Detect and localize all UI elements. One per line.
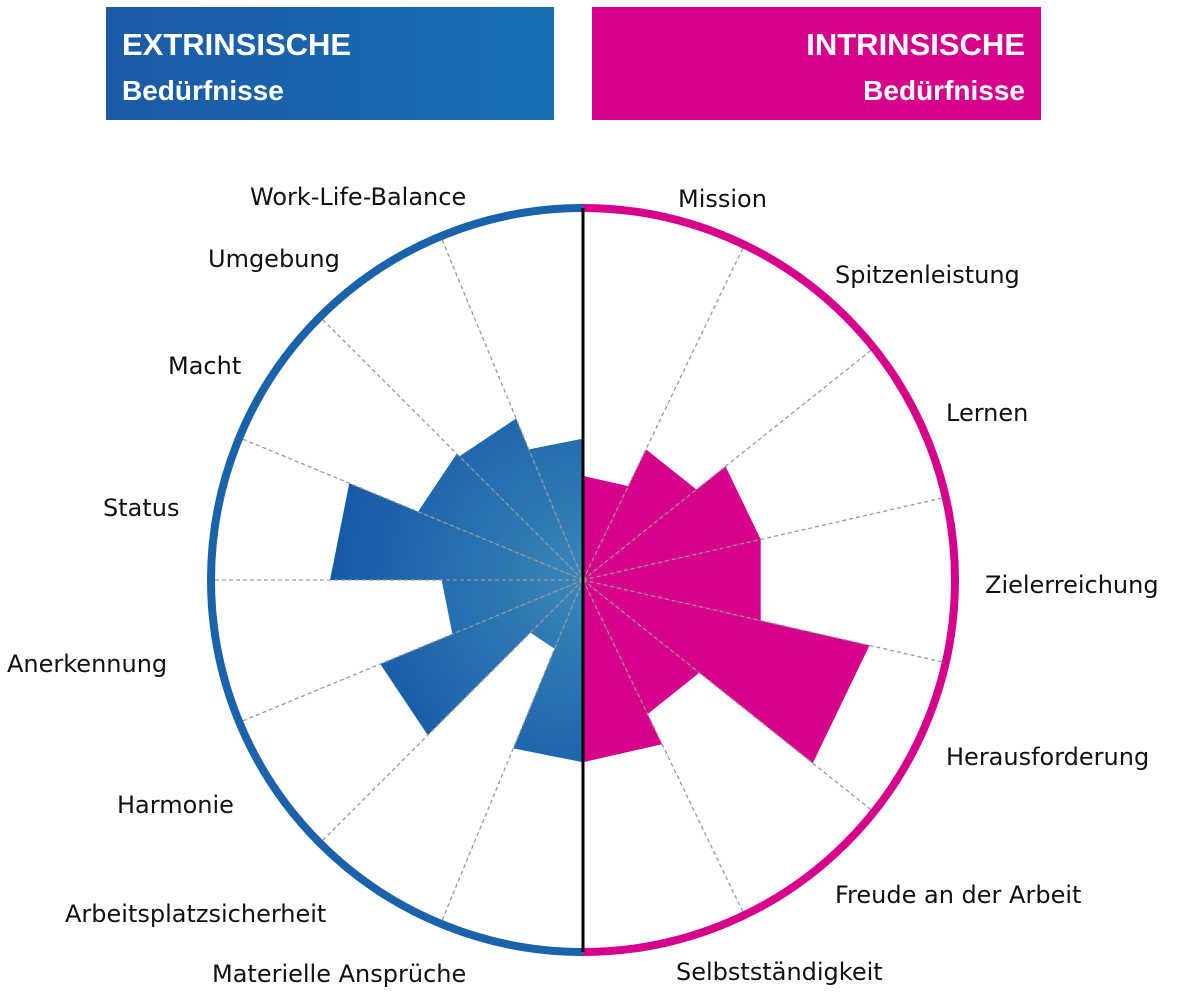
gridline [582,244,745,581]
wedge-macht [418,453,583,580]
gridline [582,579,745,916]
category-label: Macht [168,352,241,380]
wedge-spitzenleistung [583,449,697,580]
wedge-work-life-balance [528,438,583,580]
gridline [319,579,584,844]
wedge-harmonie [380,580,583,736]
wedge-lernen [583,466,761,580]
wedge-selbstständigkeit [583,580,663,763]
intrinsic-header-title: INTRINSISCHE [806,27,1025,62]
category-label: Spitzenleistung [835,261,1020,289]
gridline [319,316,584,581]
category-label: Freude an der Arbeit [835,881,1081,909]
gridline [239,437,584,581]
extrinsic-header-title: EXTRINSISCHE [122,27,352,62]
gridline [440,579,584,924]
wedge-status [330,483,583,580]
gridline [582,496,946,581]
category-label: Lernen [946,399,1028,427]
intrinsic-header-subtitle: Bedürfnisse [863,75,1025,106]
gridline [582,579,946,664]
wedge-arbeitsplatzsicherheit [530,580,583,649]
gridline [440,236,584,581]
gridline [239,579,584,723]
category-label: Herausforderung [946,743,1149,771]
extrinsic-header-subtitle: Bedürfnisse [122,75,284,106]
category-label: Work-Life-Balance [250,183,466,211]
wedge-anerkennung [441,580,583,635]
wedge-zielerreichung [583,539,761,621]
wedge-umgebung [459,418,583,580]
wedge-mission [583,475,629,580]
wedge-materielle-ansprüche [513,580,583,763]
category-label: Umgebung [208,245,340,273]
outer-ring-intrinsic [582,204,959,956]
category-label: Arbeitsplatzsicherheit [65,900,326,928]
category-label: Selbstständigkeit [676,958,883,986]
category-label: Anerkennung [7,650,167,678]
wedge-herausforderung [583,580,870,764]
gridline [582,347,875,581]
category-label: Harmonie [117,791,234,819]
category-label: Materielle Ansprüche [212,960,466,988]
category-label: Zielerreichung [985,571,1159,599]
outer-ring-extrinsic [207,204,584,956]
category-label: Mission [678,185,767,213]
extrinsic-header: EXTRINSISCHE Bedürfnisse [106,7,554,120]
intrinsic-header: INTRINSISCHE Bedürfnisse [592,7,1041,120]
category-label: Status [103,494,179,522]
wedge-freude-an-der-arbeit [583,580,700,715]
gridline [582,579,875,813]
